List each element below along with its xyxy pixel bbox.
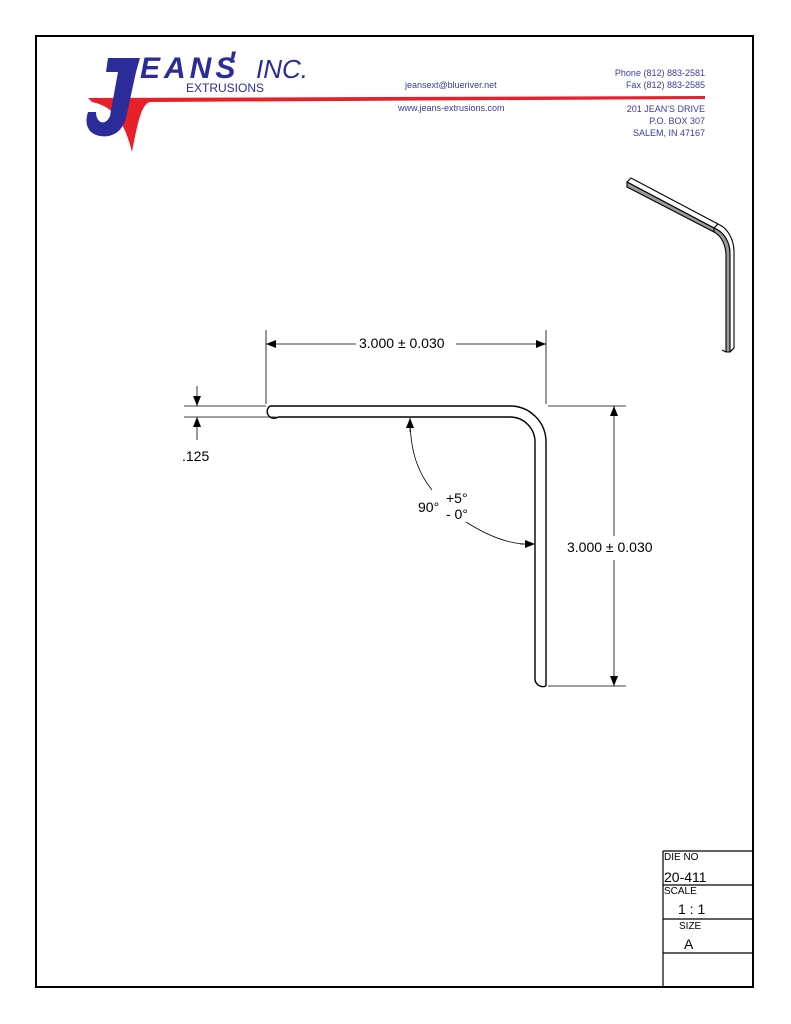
width-dimension: 3.000 ± 0.030 (359, 335, 445, 351)
angle-profile (266, 405, 547, 688)
address-line2: P.O. BOX 307 (649, 116, 705, 126)
die-no-label: DIE NO (664, 852, 699, 863)
logo-subtitle: EXTRUSIONS (186, 81, 265, 95)
logo-apostrophe: ' (228, 46, 236, 79)
logo-word: EANS (140, 52, 240, 85)
address-line3: SALEM, IN 47167 (632, 128, 705, 138)
angle-base: 90° (418, 499, 440, 515)
isometric-view (626, 177, 735, 353)
angle-arc-upper (409, 417, 433, 491)
size-value: A (684, 936, 694, 952)
logo-inc: INC. (256, 54, 308, 84)
extension-lines (184, 330, 626, 687)
email-text: jeansext@blueriver.net (405, 80, 497, 90)
angle-tolerance-minus: - 0° (446, 506, 468, 522)
fax-text: Fax (812) 883-2585 (625, 80, 705, 90)
thickness-dimension: .125 (182, 448, 210, 464)
angle-tolerance-plus: +5° (446, 490, 468, 506)
scale-value: 1 : 1 (678, 901, 706, 917)
die-no-value: 20-411 (664, 869, 707, 885)
address-line1: 201 JEAN'S DRIVE (626, 104, 705, 114)
scale-label: SCALE (664, 886, 697, 897)
drawing-frame (35, 35, 754, 988)
website-text: www.jeans-extrusions.com (398, 103, 505, 113)
height-dimension: 3.000 ± 0.030 (567, 539, 653, 555)
angle-arc-lower (465, 521, 525, 545)
size-label: SIZE (679, 921, 702, 932)
title-block-lines (662, 850, 754, 988)
phone-text: Phone (812) 883-2581 (614, 68, 705, 78)
